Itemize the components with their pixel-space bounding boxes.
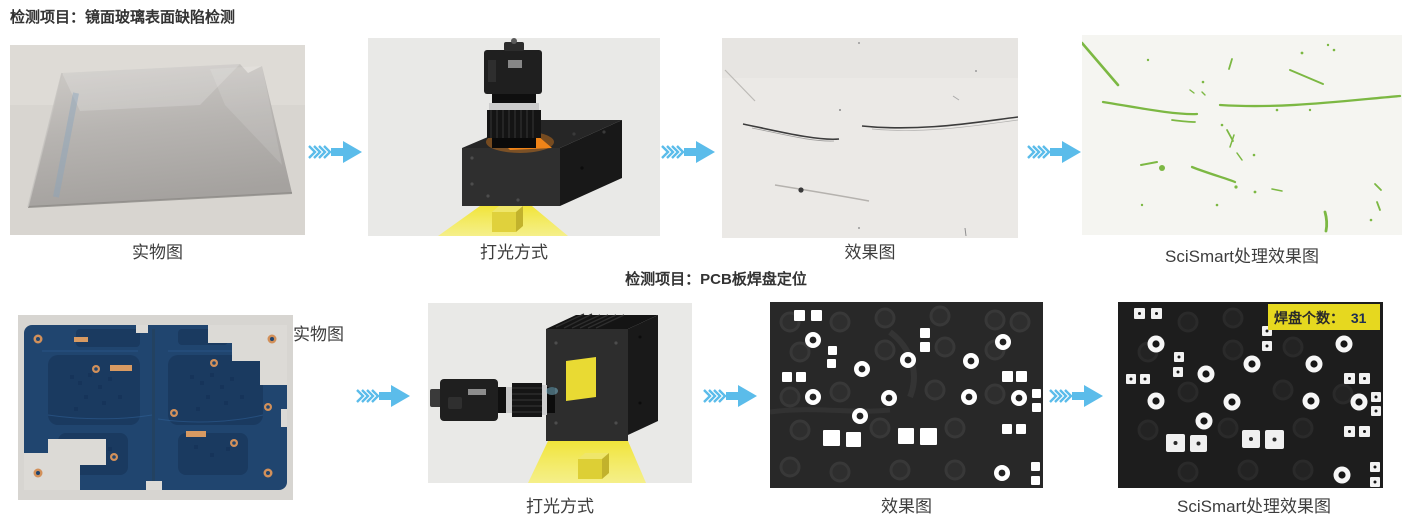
section-title-glass: 检测项目：镜面玻璃表面缺陷检测	[10, 9, 236, 26]
step-label: 效果图	[844, 243, 896, 262]
pcb-raw-image	[770, 302, 1043, 488]
step-label: 打光方式	[480, 243, 548, 262]
pad-count-label: 焊盘个数：	[1274, 310, 1344, 326]
step-label: SciSmart处理效果图	[1177, 497, 1331, 516]
step-label: 实物图	[132, 243, 183, 262]
step-label: 打光方式	[526, 497, 594, 516]
flow-arrow-icon	[355, 383, 411, 409]
step-label: SciSmart处理效果图	[1165, 247, 1319, 266]
flow-arrow-icon	[1048, 383, 1104, 409]
lighting-setup-pcb	[428, 303, 692, 483]
flow-arrow-icon	[1026, 139, 1082, 165]
flow-arrow-icon	[702, 383, 758, 409]
step-label: 实物图	[293, 325, 344, 344]
defect-raw-image	[722, 38, 1018, 238]
defect-result-image	[1082, 35, 1402, 235]
pad-count-badge	[1268, 304, 1380, 330]
flow-arrow-icon	[307, 139, 363, 165]
step-label: 效果图	[881, 497, 932, 516]
svg-text:焊盘个数： 31: 焊盘个数： 31	[1274, 310, 1367, 326]
lighting-setup-coaxial	[368, 38, 660, 236]
pcb-result-image: 焊盘个数： 31	[1118, 302, 1383, 488]
section-title-pcb: 检测项目：PCB板焊盘定位	[625, 271, 807, 288]
pad-count-value: 31	[1351, 310, 1367, 326]
flow-arrow-icon	[660, 139, 716, 165]
pcb-photo	[18, 315, 293, 500]
glass-photo	[10, 45, 305, 235]
